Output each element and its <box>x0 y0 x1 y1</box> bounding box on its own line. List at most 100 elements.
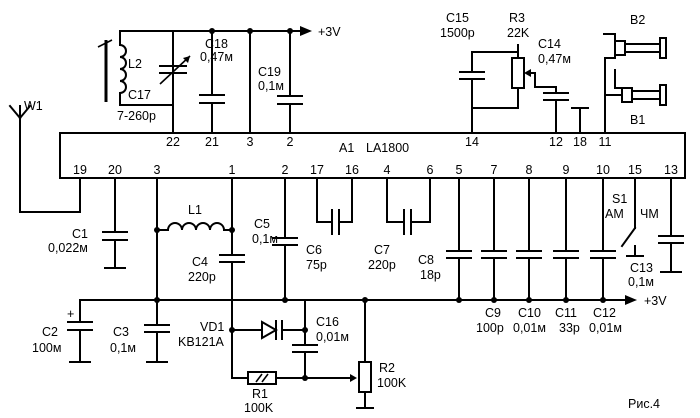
l1-label: L1 <box>188 203 202 217</box>
top-supply-label: +3V <box>318 25 341 39</box>
capacitor-c12 <box>590 177 616 301</box>
r3-ref: R3 <box>509 11 525 25</box>
capacitor-c19 <box>277 30 303 134</box>
c8-value: 18p <box>420 268 441 282</box>
potentiometer-r2 <box>284 297 374 409</box>
capacitor-c6 <box>316 177 353 235</box>
pin-1: 1 <box>229 163 236 177</box>
pin-11: 11 <box>599 135 612 149</box>
ic-label-ref: A1 <box>339 141 354 155</box>
capacitor-c3 <box>144 299 170 363</box>
pin-13: 13 <box>664 163 678 177</box>
figure-caption: Рис.4 <box>628 397 660 411</box>
pin-21: 21 <box>205 135 219 149</box>
c11-value: 33p <box>559 321 580 335</box>
c6-ref: C6 <box>306 243 322 257</box>
c3-value: 0,1м <box>110 341 136 355</box>
capacitor-c16 <box>292 299 318 381</box>
antenna-label: W1 <box>24 99 43 113</box>
capacitor-c1 <box>102 177 128 269</box>
s1-fm-label: ЧМ <box>640 207 659 221</box>
c8-ref: C8 <box>418 253 434 267</box>
c13-ref: C13 <box>630 261 653 275</box>
inductor-l1 <box>154 177 235 301</box>
r2-value: 100K <box>377 376 407 390</box>
c17-ref: C17 <box>128 88 151 102</box>
vd1-value: KB121A <box>178 335 225 349</box>
c4-value: 220p <box>188 270 216 284</box>
pin-3-bottom: 3 <box>154 163 161 177</box>
c9-value: 100p <box>476 321 504 335</box>
capacitor-c15 <box>459 51 519 134</box>
pin-10: 10 <box>596 163 610 177</box>
capacitor-c2: + <box>67 299 93 363</box>
c11-ref: C11 <box>555 306 577 320</box>
b2-label: B2 <box>630 13 645 27</box>
c1-value: 0,022м <box>48 241 88 255</box>
capacitor-c11 <box>553 177 579 301</box>
r2-ref: R2 <box>379 361 395 375</box>
r3-value: 22K <box>507 26 530 40</box>
c10-ref: C10 <box>518 306 541 320</box>
c10-value: 0,01м <box>513 321 546 335</box>
capacitor-c8 <box>446 177 472 301</box>
pin-6: 6 <box>427 163 434 177</box>
antenna-w1 <box>8 104 81 213</box>
pin18-stub <box>571 107 589 134</box>
headphones-b1-b2 <box>603 33 667 134</box>
pin-18: 18 <box>573 135 587 149</box>
c1-ref: C1 <box>72 227 88 241</box>
c12-ref: C12 <box>593 306 616 320</box>
pin-14: 14 <box>465 135 479 149</box>
c2-value: 100м <box>32 341 61 355</box>
pin-2-bottom: 2 <box>282 163 289 177</box>
c6-value: 75p <box>306 258 327 272</box>
bottom-supply-label: +3V <box>644 294 667 308</box>
vd1-ref: VD1 <box>200 320 224 334</box>
c15-ref: C15 <box>446 11 469 25</box>
tuning-circuit-l2-c17 <box>97 30 191 134</box>
c14-value: 0,47м <box>538 52 571 66</box>
pin-5: 5 <box>456 163 463 177</box>
pin-20: 20 <box>108 163 122 177</box>
capacitor-c4 <box>219 177 245 379</box>
pin-12: 12 <box>549 135 563 149</box>
b1-label: B1 <box>630 113 645 127</box>
c9-ref: C9 <box>485 306 501 320</box>
pin-7: 7 <box>491 163 498 177</box>
varicap-vd1 <box>229 320 308 340</box>
c5-value: 0,1м <box>252 232 278 246</box>
c4-ref: C4 <box>192 255 208 269</box>
capacitor-c10 <box>516 177 542 301</box>
c17-value: 7-260p <box>117 109 156 123</box>
s1-am-label: АМ <box>605 207 624 221</box>
ic-body <box>59 132 686 179</box>
pin-19: 19 <box>73 163 87 177</box>
pin-9: 9 <box>563 163 570 177</box>
c19-ref: C19 <box>258 65 281 79</box>
c18-value: 0,47м <box>200 50 233 64</box>
pin-3-top: 3 <box>247 135 254 149</box>
c5-ref: C5 <box>254 217 270 231</box>
pin-2-top: 2 <box>287 135 294 149</box>
resistor-r1 <box>231 371 353 385</box>
capacitor-c13 <box>658 177 684 273</box>
switch-s1 <box>620 177 644 257</box>
capacitor-c14 <box>543 86 569 134</box>
r1-ref: R1 <box>252 387 268 401</box>
top-supply-rail <box>172 26 312 36</box>
capacitor-c9 <box>481 177 507 301</box>
capacitor-c18 <box>199 30 225 134</box>
c2-ref: C2 <box>42 325 58 339</box>
c7-ref: C7 <box>374 243 390 257</box>
capacitor-c7 <box>386 177 431 235</box>
pin-15: 15 <box>628 163 642 177</box>
pin-8: 8 <box>526 163 533 177</box>
pin-22: 22 <box>166 135 180 149</box>
ic-label-part: LA1800 <box>366 141 409 155</box>
pin-4: 4 <box>384 163 391 177</box>
pin-16: 16 <box>345 163 359 177</box>
c14-ref: C14 <box>538 37 561 51</box>
l2-label: L2 <box>128 57 142 71</box>
